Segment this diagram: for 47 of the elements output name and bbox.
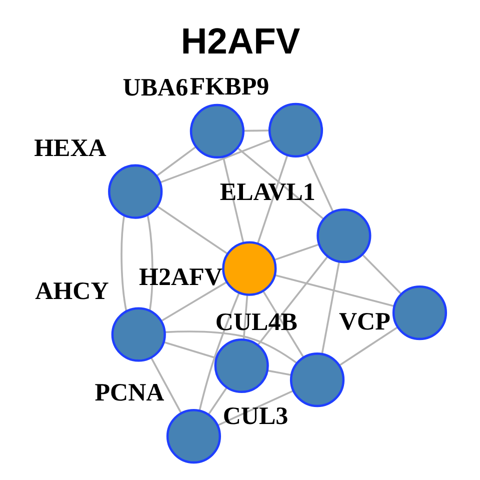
node-label: CUL4B bbox=[215, 309, 298, 336]
connector bbox=[162, 281, 228, 322]
node-label: VCP bbox=[338, 308, 390, 336]
connector bbox=[222, 156, 244, 244]
node-label: HEXA bbox=[34, 134, 106, 162]
connector bbox=[321, 262, 340, 354]
connector bbox=[198, 292, 240, 411]
connector bbox=[156, 146, 197, 176]
connector bbox=[274, 244, 320, 261]
connector bbox=[160, 139, 272, 184]
connector bbox=[242, 295, 248, 340]
connector bbox=[165, 330, 298, 364]
connector bbox=[164, 342, 216, 359]
connector bbox=[146, 214, 154, 310]
connector bbox=[275, 274, 394, 307]
node-circle bbox=[214, 338, 269, 394]
node-circle bbox=[268, 102, 324, 158]
node-circle bbox=[108, 164, 163, 219]
node-circle bbox=[111, 307, 166, 362]
connector bbox=[208, 387, 228, 414]
connector bbox=[120, 215, 128, 311]
connector bbox=[156, 206, 228, 254]
connector bbox=[244, 130, 270, 132]
connector bbox=[256, 155, 288, 244]
node-label: PCNA bbox=[94, 380, 164, 407]
connector bbox=[262, 290, 304, 358]
diagram-title: H2AFV bbox=[180, 20, 300, 62]
node-label: AHCY bbox=[35, 278, 109, 305]
node-label: ELAVL1 bbox=[220, 179, 316, 206]
node-circle bbox=[166, 408, 222, 464]
connector bbox=[217, 390, 294, 426]
connector bbox=[257, 256, 328, 346]
connector bbox=[362, 254, 402, 294]
node-label: UBA6 bbox=[122, 74, 188, 102]
node-label: FKBP9 bbox=[190, 73, 270, 100]
node-label: CUL3 bbox=[222, 402, 288, 430]
connector bbox=[268, 370, 292, 376]
node-circle bbox=[290, 352, 345, 408]
node-circle bbox=[392, 285, 448, 340]
node-circle bbox=[190, 104, 244, 158]
connector bbox=[306, 154, 334, 212]
node-label: H2AFV bbox=[139, 264, 222, 292]
node-circle bbox=[316, 208, 372, 264]
connector bbox=[236, 147, 324, 220]
connector bbox=[340, 326, 398, 366]
node-circle bbox=[222, 241, 277, 296]
connector bbox=[150, 358, 182, 414]
